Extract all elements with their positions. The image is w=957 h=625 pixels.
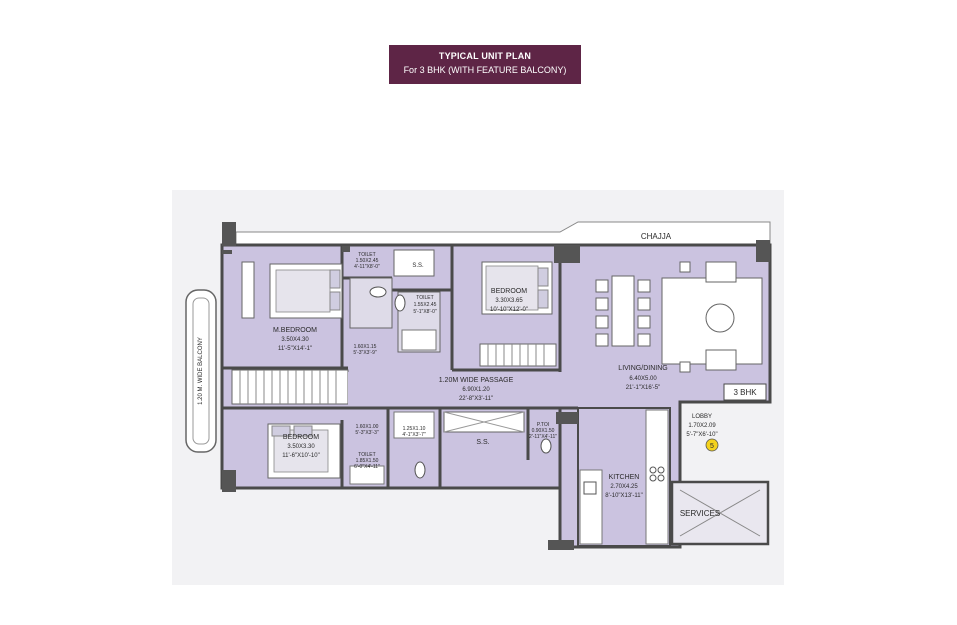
living-dining-imperial: 21'-1"X16'-5"	[626, 385, 661, 391]
dining-table	[611, 275, 635, 347]
armchair-bottom	[705, 349, 737, 371]
sink	[583, 481, 597, 495]
living-dining-name: LIVING/DINING	[618, 365, 667, 372]
closet-lines	[487, 344, 545, 366]
bedroom-2-name: BEDROOM	[283, 434, 319, 441]
bedroom-1-closet	[479, 343, 557, 367]
toilet-1-name: TOILET	[358, 252, 375, 258]
balcony-rail	[192, 297, 210, 445]
master-closet	[231, 369, 349, 405]
bedroom-1-imperial: 10'-10"X12'-0"	[490, 307, 528, 313]
ptoi-metric: 0.90X1.50	[532, 428, 555, 434]
passage-imperial: 22'-8"X3'-11"	[459, 396, 493, 402]
pillow	[329, 269, 341, 289]
unit-marker	[705, 438, 719, 452]
toilet-2-imperial: 5'-1"X8'-0"	[413, 309, 436, 315]
side-table	[679, 361, 691, 373]
toilet-2-name: TOILET	[416, 295, 433, 301]
kitchen-metric: 2.70X4.25	[610, 484, 638, 490]
toilet-1-imperial: 4'-11"X8'-0"	[354, 264, 380, 270]
hob-burner	[649, 466, 657, 474]
bedroom-1-name: BEDROOM	[491, 288, 527, 295]
armchair-top	[705, 261, 737, 283]
kitchen-name: KITCHEN	[609, 474, 640, 481]
wc-icon	[369, 286, 387, 298]
pillow	[537, 267, 549, 287]
bed-blanket	[273, 429, 329, 473]
bedroom-2-imperial: 11'-6"X10'-10"	[282, 453, 319, 459]
wash-imperial: 4'-1"X3'-7"	[402, 432, 425, 438]
unit-badge-box	[723, 383, 767, 401]
wc-icon	[540, 438, 552, 454]
services-hatch-2	[679, 489, 761, 537]
bedroom-2-metric: 3.50X3.30	[287, 444, 315, 450]
dress-2-imperial: 5'-3"X3'-3"	[355, 430, 378, 436]
toilet-1-metric: 1.50X2.45	[356, 258, 379, 264]
kitchen-counter-left	[579, 469, 603, 545]
vanity-counter	[401, 329, 437, 351]
services-label: SERVICES	[680, 509, 720, 518]
side-table	[679, 261, 691, 273]
toilet-3-counter	[349, 465, 385, 485]
hob-burner	[657, 474, 665, 482]
coffee-table	[705, 303, 735, 333]
shaft-hatch	[443, 411, 525, 433]
chajja-label: CHAJJA	[641, 232, 672, 241]
dining-chairs	[595, 279, 651, 347]
hob-burner	[649, 474, 657, 482]
dress-1-imperial: 5'-3"X3'-9"	[353, 350, 376, 356]
ss-top-label: S.S.	[412, 263, 424, 269]
bed-blanket	[485, 265, 539, 311]
master-bedroom-imperial: 11'-5"X14'-1"	[278, 346, 312, 352]
ptoi-name: P.TOI	[537, 422, 549, 428]
unit-marker-number: 5	[710, 443, 714, 450]
toilet-3-imperial: 6'-0"X4'-11"	[354, 464, 380, 470]
lobby-metric: 1.70X2.09	[688, 423, 716, 429]
master-bed-blanket	[275, 269, 331, 313]
bedroom-1-metric: 3.30X3.65	[495, 298, 523, 304]
column-posts	[222, 222, 770, 550]
master-wardrobe	[241, 261, 255, 319]
plan-subtitle: For 3 BHK (WITH FEATURE BALCONY)	[403, 65, 567, 75]
dress-1-metric: 1.60X1.15	[354, 344, 377, 350]
wash-area	[393, 411, 435, 439]
ss-top-shaft	[393, 249, 435, 277]
pillow	[293, 425, 313, 437]
master-bedroom-name: M.BEDROOM	[273, 327, 317, 334]
lobby-name: LOBBY	[692, 414, 712, 420]
living-dining-metric: 6.40X5.00	[629, 376, 657, 382]
master-bedroom-metric: 3.50X4.30	[281, 337, 309, 343]
kitchen-counter-right	[645, 409, 669, 545]
ss-bottom-label: S.S.	[476, 439, 489, 446]
plan-title-box: TYPICAL UNIT PLAN For 3 BHK (WITH FEATUR…	[389, 45, 581, 84]
toilet-1-floor	[349, 277, 393, 329]
wash-metric: 1.25X1.10	[403, 426, 426, 432]
toilet-3-metric: 1.85X1.50	[356, 458, 379, 464]
unit-badge: 3 BHK	[733, 388, 757, 397]
pillow	[271, 425, 291, 437]
lobby-imperial: 5'-7"X6'-10"	[686, 432, 717, 438]
dress-2-metric: 1.60X1.00	[356, 424, 379, 430]
kitchen-imperial: 8'-10"X13'-11"	[605, 493, 642, 499]
ptoi-imperial: 2'-11"X4'-11"	[529, 434, 557, 440]
pillow	[537, 289, 549, 309]
balcony-label: 1.20 M. WIDE BALCONY	[198, 337, 204, 405]
toilet-3-name: TOILET	[358, 452, 375, 458]
passage-metric: 6.90X1.20	[462, 387, 490, 393]
passage-name: 1.20M WIDE PASSAGE	[439, 377, 514, 384]
hob-burner	[657, 466, 665, 474]
wc-icon	[394, 294, 406, 312]
wc-icon	[414, 461, 426, 479]
toilet-2-metric: 1.55X2.45	[414, 302, 437, 308]
passage-floor	[348, 372, 556, 406]
closet-lines	[239, 370, 337, 404]
plan-title: TYPICAL UNIT PLAN	[438, 51, 532, 61]
pillow	[329, 291, 341, 311]
